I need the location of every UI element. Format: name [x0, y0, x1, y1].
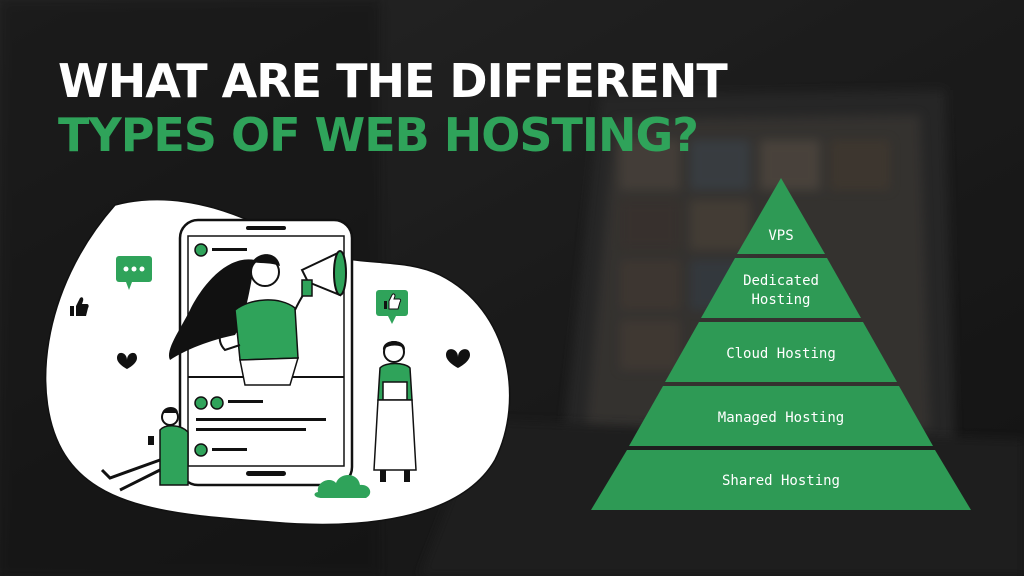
heart-icon [446, 349, 470, 368]
sitting-person [100, 407, 189, 492]
chat-bubble-icon [116, 256, 152, 290]
cloud-icon [314, 474, 371, 498]
woman-with-laptop [373, 341, 417, 482]
megaphone-icon [300, 250, 347, 297]
tier-label: Cloud Hosting [726, 346, 836, 362]
social-media-illustration [44, 200, 511, 526]
tier-label: VPS [768, 228, 793, 244]
tier-label: Dedicated [743, 273, 819, 289]
tier-label: Hosting [751, 292, 810, 308]
headline-line-2: TYPES OF WEB HOSTING? [58, 108, 699, 162]
page-headline: WHAT ARE THE DIFFERENT TYPES OF WEB HOST… [58, 54, 728, 162]
pyramid-tier-managed: Managed Hosting [629, 386, 933, 446]
thumbs-up-icon [70, 297, 89, 316]
pyramid-tier-vps: VPS [737, 178, 825, 254]
pyramid-tier-cloud: Cloud Hosting [665, 322, 897, 382]
headline-line-1: WHAT ARE THE DIFFERENT [58, 54, 728, 108]
heart-icon [117, 352, 137, 369]
pyramid-tier-shared: Shared Hosting [591, 450, 971, 510]
pyramid-tier-dedicated: Dedicated Hosting [701, 258, 861, 318]
thumbs-up-icon [376, 290, 408, 324]
tier-label: Shared Hosting [722, 473, 840, 489]
hosting-pyramid: VPS Dedicated Hosting Cloud Hosting Mana… [591, 178, 971, 510]
woman-with-megaphone [169, 250, 347, 386]
tier-label: Managed Hosting [718, 410, 844, 426]
